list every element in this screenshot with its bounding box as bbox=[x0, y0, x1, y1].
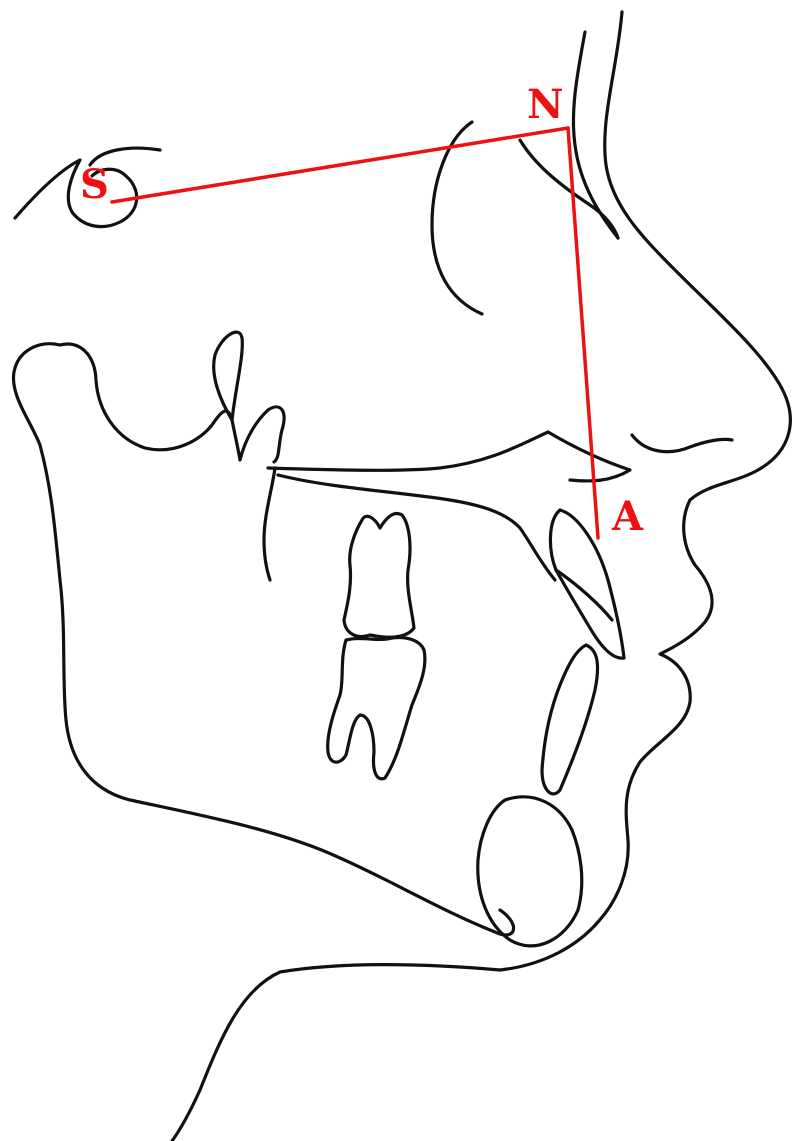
orbit-rim bbox=[432, 122, 482, 314]
landmark-label-n: N bbox=[527, 81, 564, 128]
upper-incisor-crown bbox=[556, 570, 612, 620]
soft-tissue-nose-profile bbox=[605, 12, 791, 500]
lower-incisor bbox=[542, 645, 598, 794]
neck-line bbox=[172, 965, 500, 1141]
pterygoid-process bbox=[214, 332, 243, 420]
nostril-outline bbox=[632, 435, 732, 452]
na-line bbox=[568, 128, 598, 538]
pterygomaxillary-line bbox=[264, 468, 275, 580]
symphysis bbox=[478, 797, 582, 946]
anatomical-tracing bbox=[13, 12, 790, 1141]
landmark-label-a: A bbox=[611, 493, 644, 540]
mandible-outline bbox=[13, 344, 513, 935]
sn-line bbox=[112, 128, 568, 202]
coronoid-notch bbox=[60, 344, 284, 462]
lower-molar bbox=[328, 638, 425, 779]
maxilla-lower bbox=[278, 475, 555, 580]
nasal-bone bbox=[573, 32, 618, 238]
palatal-plane bbox=[268, 432, 630, 481]
reference-lines bbox=[112, 128, 598, 538]
upper-molar bbox=[344, 513, 414, 637]
landmark-label-s: S bbox=[80, 161, 109, 208]
